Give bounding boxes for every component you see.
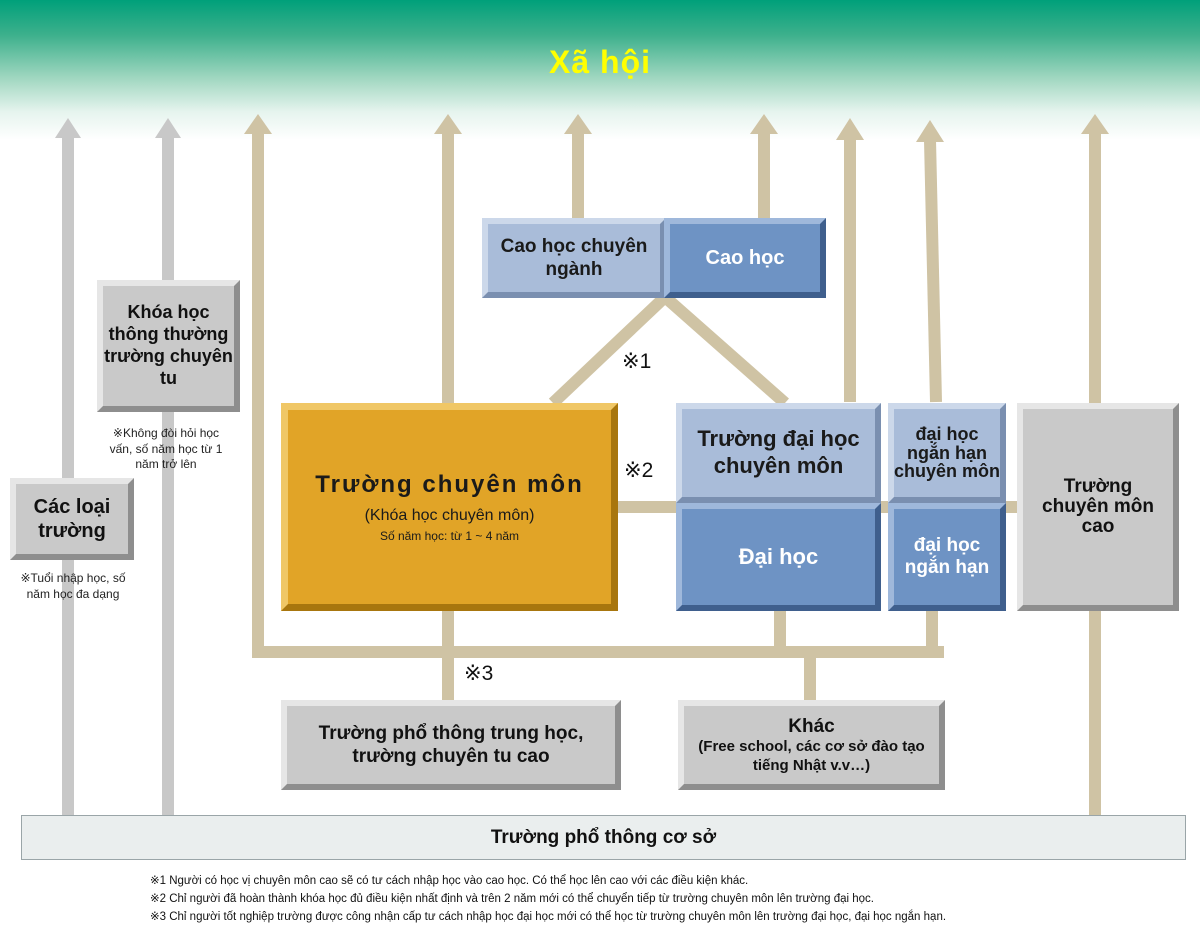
dai-hoc-ngan-han-box: đại học ngắn hạn [888,503,1006,611]
cao-hoc-box: Cao học [664,218,826,298]
cac-loai-truong-box: Các loại trường [10,478,134,560]
truong-pho-thong-co-so-label: Trường phổ thông cơ sở [490,826,717,848]
arrow-head-6 [750,114,778,134]
truong-pho-thong-trung-hoc-label: Trường phổ thông trung học, trường chuyê… [318,722,584,767]
diagonal-right [661,292,789,408]
mark-1: ※1 [622,350,652,373]
khoa-hoc-thong-thuong-label: Khóa học thông thường trường chuyên tu [104,302,233,388]
mark-3: ※3 [464,662,494,685]
khoa-hoc-thong-thuong-box: Khóa học thông thường trường chuyên tu [97,280,240,412]
cao-hoc-label: Cao học [705,246,785,269]
cao-hoc-chuyen-nganh-label: Cao học chuyên ngành [500,235,648,280]
dai-hoc-ngan-han-chuyen-mon-box: đại học ngắn hạn chuyên môn [888,403,1006,503]
truong-chuyen-mon-subtitle: (Khóa học chuyên môn) [364,506,535,524]
khac-title: Khác [788,716,835,738]
truong-chuyen-mon-cao-label: Trường chuyên môn cao [1042,476,1154,537]
arrow-line-6 [924,139,942,403]
arrow-head-7 [836,118,864,140]
dai-hoc-ngan-han-label: đại học ngắn hạn [904,535,990,578]
truong-pho-thong-co-so-bar: Trường phổ thông cơ sở [21,815,1186,860]
cac-loai-truong-label: Các loại trường [33,495,111,542]
cac-loai-note: ※Tuổi nhập học, số năm học đa dạng [20,571,126,601]
header-band: Xã hội [0,0,1200,140]
arrow-head-8 [916,120,944,142]
khoa-hoc-note: ※Không đòi hỏi học vấn, số năm học từ 1 … [109,426,223,472]
footnote-1: ※1 Người có học vị chuyên môn cao sẽ có … [150,875,749,887]
arrow-head-4 [434,114,462,134]
arrow-head-5 [564,114,592,134]
truong-chuyen-mon-box: Trường chuyên môn (Khóa học chuyên môn) … [281,403,618,611]
footnote-3: ※3 Chỉ người tốt nghiệp trường được công… [150,911,947,923]
arrow-head-3 [244,114,272,134]
arrow-head-1 [55,118,81,138]
truong-dai-hoc-chuyen-mon-box: Trường đại học chuyên môn [676,403,881,503]
diagonal-left [548,292,670,408]
arrow-head-2 [155,118,181,138]
mark-2: ※2 [624,459,654,482]
truong-dai-hoc-chuyen-mon-label: Trường đại học chuyên môn [697,426,860,478]
dai-hoc-label: Đại học [738,543,819,569]
truong-chuyen-mon-years: Số năm học: từ 1 ~ 4 năm [379,529,520,544]
dai-hoc-box: Đại học [676,503,881,611]
khac-box: Khác (Free school, các cơ sở đào tạo tiế… [678,700,945,790]
dai-hoc-ngan-han-chuyen-mon-label: đại học ngắn hạn chuyên môn [894,423,1001,482]
truong-chuyen-mon-cao-box: Trường chuyên môn cao [1017,403,1179,611]
truong-pho-thong-trung-hoc-box: Trường phổ thông trung học, trường chuyê… [281,700,621,790]
cao-hoc-chuyen-nganh-box: Cao học chuyên ngành [482,218,666,298]
footnote-2: ※2 Chỉ người đã hoàn thành khóa học đủ đ… [150,893,874,905]
truong-chuyen-mon-title: Trường chuyên môn [315,471,584,499]
khac-detail: (Free school, các cơ sở đào tạo tiếng Nh… [698,738,925,774]
arrow-head-9 [1081,114,1109,134]
society-title: Xã hội [548,44,651,80]
